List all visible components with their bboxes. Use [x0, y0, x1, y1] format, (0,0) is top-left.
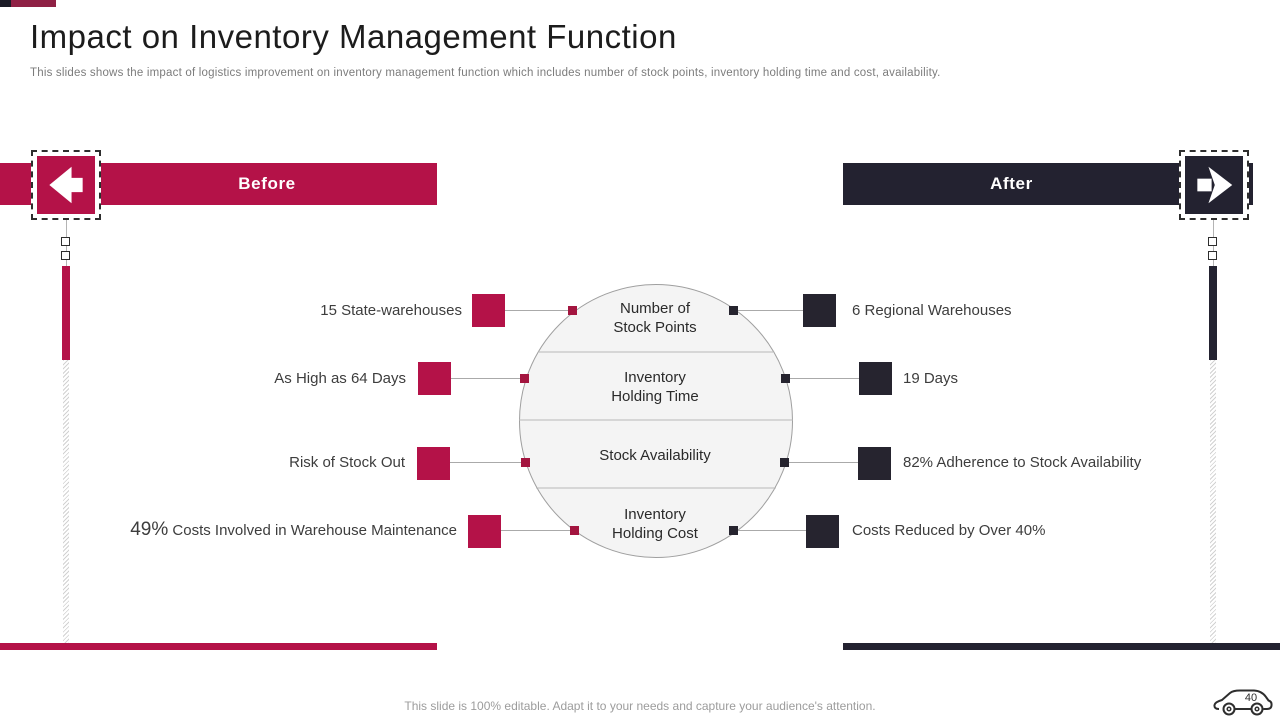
connector-line [505, 310, 571, 311]
circle-node [520, 374, 529, 383]
connector-line [736, 310, 803, 311]
after-marker-block [803, 294, 836, 327]
circle-node [729, 526, 738, 535]
before-banner-label: Before [238, 174, 296, 193]
top-accent-black [0, 0, 11, 7]
topic-holding-cost: Inventory Holding Cost [612, 506, 698, 542]
before-hatched-line [63, 360, 69, 643]
circle-node [780, 458, 789, 467]
after-hatched-line [1210, 360, 1216, 643]
arrow-left-icon [37, 156, 95, 214]
connector-line [450, 462, 524, 463]
before-marker-block [468, 515, 501, 548]
after-label-availability: 82% Adherence to Stock Availability [903, 454, 1142, 471]
topic-stock-points: Number of Stock Points [613, 300, 697, 336]
before-marker-block [417, 447, 450, 480]
before-label-holding-cost: 49% Costs Involved in Warehouse Maintena… [130, 519, 457, 540]
before-marker-block [418, 362, 451, 395]
after-label-holding-cost: Costs Reduced by Over 40% [852, 522, 1046, 539]
footer-note: This slide is 100% editable. Adapt it to… [404, 699, 876, 713]
topic-holding-time: Inventory Holding Time [611, 369, 699, 405]
top-accent-crimson [11, 0, 56, 7]
circle-node [521, 458, 530, 467]
circle-node [568, 306, 577, 315]
circle-node [781, 374, 790, 383]
before-handle-square [61, 251, 70, 260]
before-label-holding-time: As High as 64 Days [274, 370, 406, 387]
after-handle-square [1208, 237, 1217, 246]
after-handle-square [1208, 251, 1217, 260]
before-arrow-button[interactable] [31, 150, 101, 220]
page-subtitle: This slides shows the impact of logistic… [30, 67, 941, 79]
connector-line [501, 530, 573, 531]
before-handle-square [61, 237, 70, 246]
after-vertical-bar [1209, 266, 1217, 360]
connector-line [736, 530, 806, 531]
before-label-emphasis: 49% [130, 519, 169, 540]
after-marker-block [859, 362, 892, 395]
connector-line [787, 462, 858, 463]
before-vertical-bar [62, 266, 70, 360]
bottom-bar-before [0, 643, 437, 650]
before-label-availability: Risk of Stock Out [289, 454, 405, 471]
page-title: Impact on Inventory Management Function [30, 18, 677, 55]
arrow-right-icon [1185, 156, 1243, 214]
bottom-bar-after [843, 643, 1280, 650]
circle-node [729, 306, 738, 315]
after-label-stock-points: 6 Regional Warehouses [852, 302, 1012, 319]
connector-line [451, 378, 523, 379]
after-arrow-button[interactable] [1179, 150, 1249, 220]
connector-line [788, 378, 859, 379]
topic-stock-availability: Stock Availability [599, 447, 711, 464]
after-label-holding-time: 19 Days [903, 370, 959, 387]
before-label-stock-points: 15 State-warehouses [320, 302, 462, 319]
center-circle [519, 284, 793, 558]
page-number: 40 [1244, 692, 1258, 704]
after-banner-label: After [990, 174, 1033, 193]
after-marker-block [806, 515, 839, 548]
before-marker-block [472, 294, 505, 327]
circle-node [570, 526, 579, 535]
after-marker-block [858, 447, 891, 480]
car-icon [1213, 689, 1273, 716]
